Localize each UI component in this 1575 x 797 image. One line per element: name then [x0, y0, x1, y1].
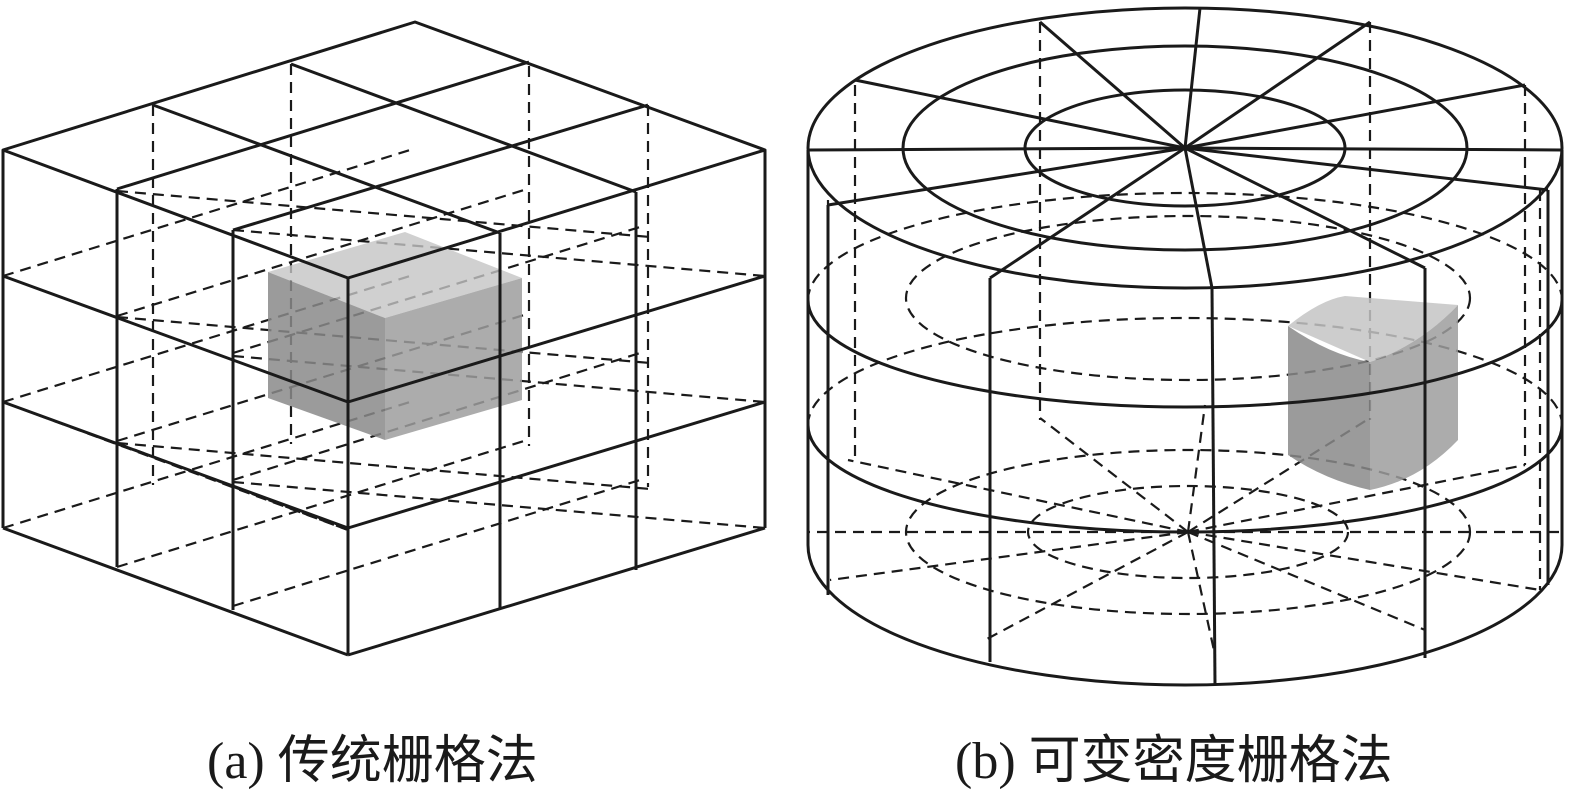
variable-density-grid-diagram	[806, 6, 1564, 687]
caption-traditional-grid: (a) 传统栅格法	[207, 733, 538, 790]
traditional-grid-visible-lines	[1, 20, 767, 657]
variable-grid-visible-lines	[806, 6, 1564, 687]
obstacle-sector	[1288, 296, 1458, 490]
caption-variable-density-grid: (b) 可变密度栅格法	[955, 733, 1393, 790]
traditional-grid-diagram	[1, 20, 767, 657]
obstacle-block	[268, 232, 522, 440]
